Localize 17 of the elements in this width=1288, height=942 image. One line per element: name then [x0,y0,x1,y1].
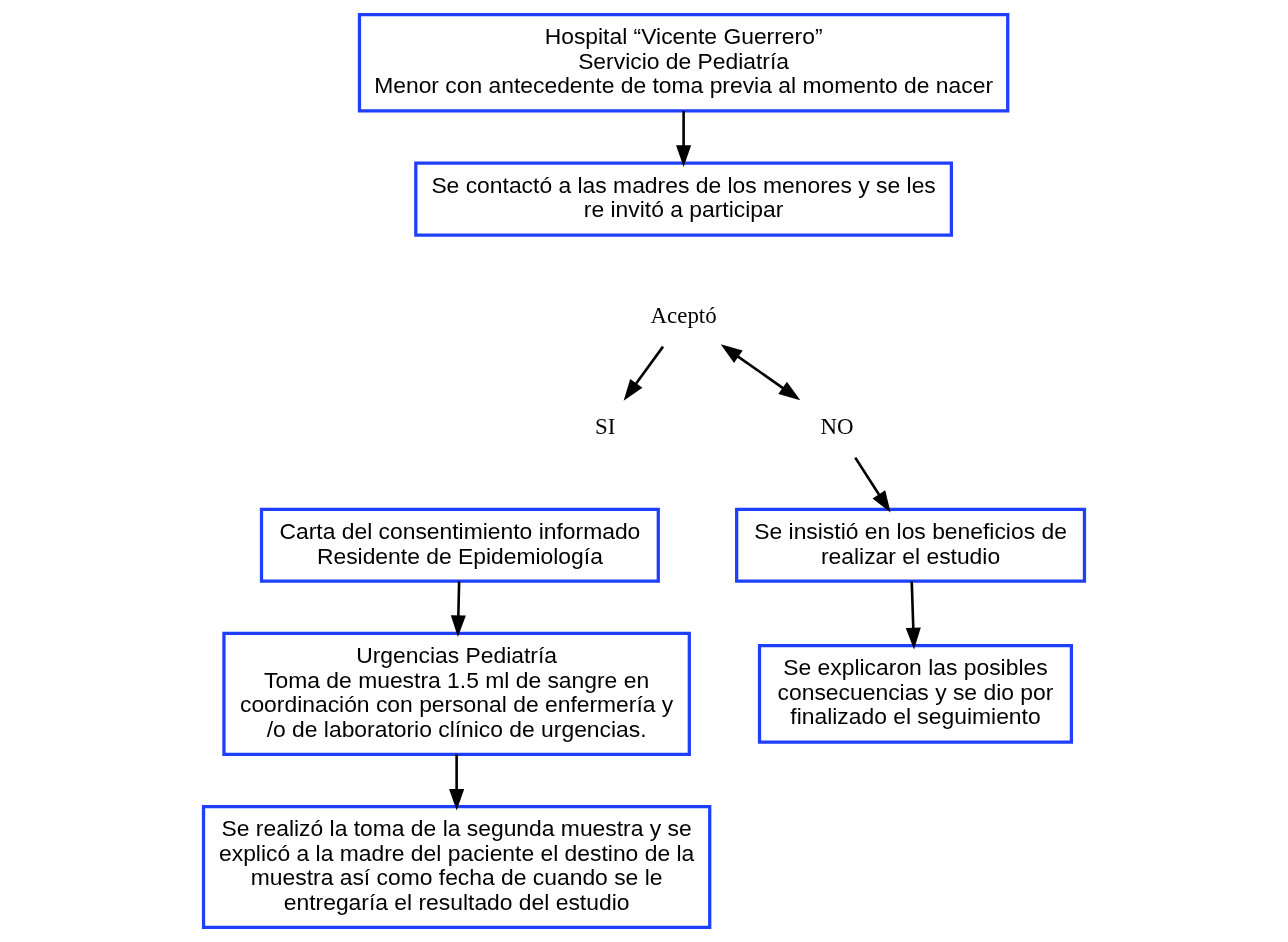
arrow [720,344,801,401]
arrow [676,110,692,167]
node-box: Se insistió en los beneficios de realizar el estudio [735,507,1087,583]
node-box: Hospital “Vicente Guerrero” Servicio de Pediatría Menor con antecedente de toma previa al momento de nacer [357,12,1010,113]
node-box: Se contactó a las madres de los menores y se les re invitó a participar [414,161,954,237]
arrow [854,456,891,513]
node-box: Urgencias Pediatría Toma de muestra 1.5 ml de sangre en coordinación con personal de enfermería y /o de laboratorio clínico de urgencias. [222,631,691,756]
arrow [623,345,665,401]
node-text: Aceptó [650,302,717,328]
arrow [905,581,921,650]
arrow [449,754,465,811]
arrow [450,581,466,637]
node-box: Se realizó la toma de la segunda muestra y se explicó a la madre del paciente el destino de la muestra así como fecha de cuando se le entregaría el resultado del estudio [201,804,712,930]
node-text: SI [595,413,616,439]
node-text: NO [820,413,854,439]
node-box: Carta del consentimiento informado Residente de Epidemiología [259,507,660,583]
node-box: Se explicaron las posibles consecuencias y se dio por finalizado el seguimiento [757,644,1074,744]
